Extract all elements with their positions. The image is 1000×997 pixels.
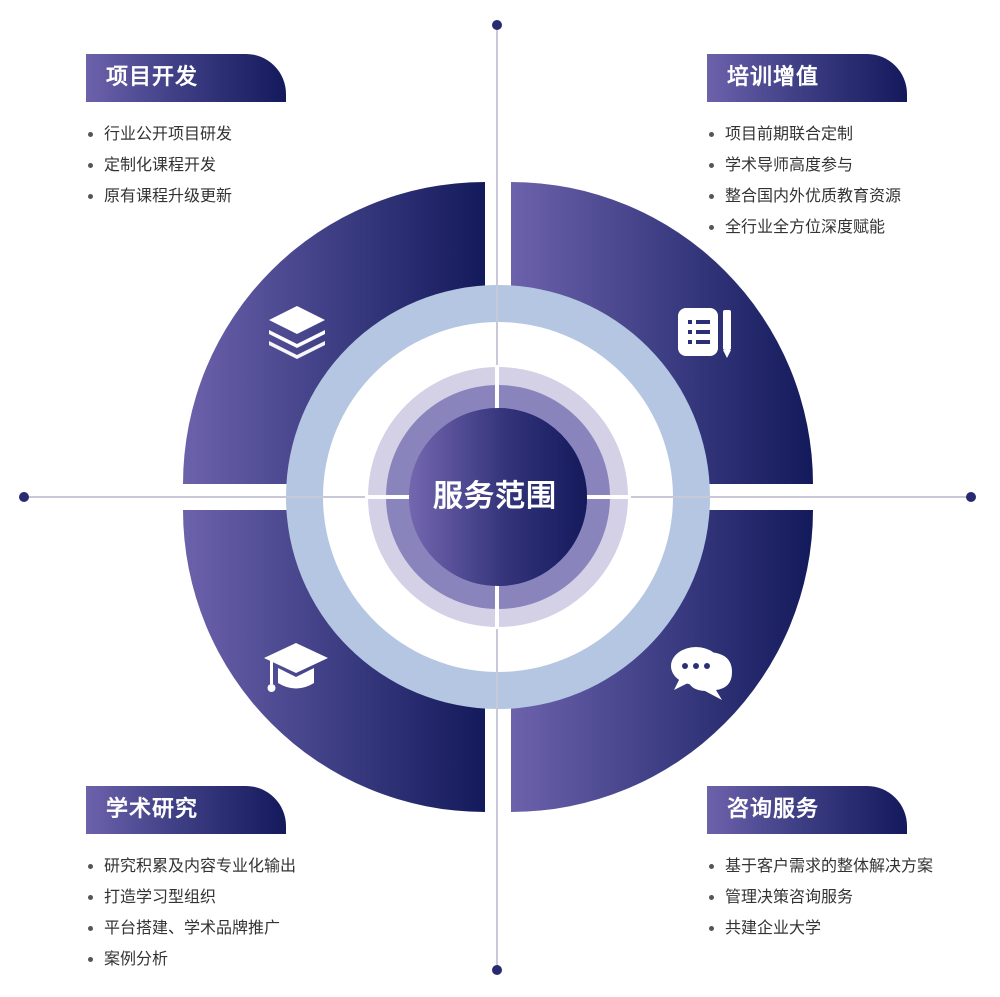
axis-dot-top [492, 20, 502, 30]
tab-training-value: 培训增值 [707, 54, 907, 102]
list-item: 基于客户需求的整体解决方案 [707, 850, 933, 881]
list-training-value: 项目前期联合定制 学术导师高度参与 整合国内外优质教育资源 全行业全方位深度赋能 [707, 118, 901, 242]
list-item: 打造学习型组织 [86, 881, 296, 912]
list-academic-research: 研究积累及内容专业化输出 打造学习型组织 平台搭建、学术品牌推广 案例分析 [86, 850, 296, 974]
list-item: 研究积累及内容专业化输出 [86, 850, 296, 881]
list-item: 共建企业大学 [707, 912, 933, 943]
tab-project-development: 项目开发 [86, 54, 286, 102]
axis-dot-right [966, 492, 976, 502]
list-item: 案例分析 [86, 943, 296, 974]
list-item: 原有课程升级更新 [86, 180, 232, 211]
list-consulting-services: 基于客户需求的整体解决方案 管理决策咨询服务 共建企业大学 [707, 850, 933, 943]
list-item: 全行业全方位深度赋能 [707, 211, 901, 242]
tab-academic-research: 学术研究 [86, 786, 286, 834]
list-item: 行业公开项目研发 [86, 118, 232, 149]
list-project-development: 行业公开项目研发 定制化课程开发 原有课程升级更新 [86, 118, 232, 211]
center-title: 服务范围 [433, 479, 557, 514]
graduation-cap-icon [264, 643, 328, 692]
document-list-icon [678, 308, 731, 358]
list-item: 平台搭建、学术品牌推广 [86, 912, 296, 943]
layers-icon [269, 306, 325, 359]
chat-bubbles-icon [671, 647, 732, 700]
axis-dot-bottom [492, 965, 502, 975]
axis-dot-left [19, 492, 29, 502]
list-item: 定制化课程开发 [86, 149, 232, 180]
tab-consulting-services: 咨询服务 [707, 786, 907, 834]
list-item: 项目前期联合定制 [707, 118, 901, 149]
list-item: 学术导师高度参与 [707, 149, 901, 180]
list-item: 整合国内外优质教育资源 [707, 180, 901, 211]
list-item: 管理决策咨询服务 [707, 881, 933, 912]
